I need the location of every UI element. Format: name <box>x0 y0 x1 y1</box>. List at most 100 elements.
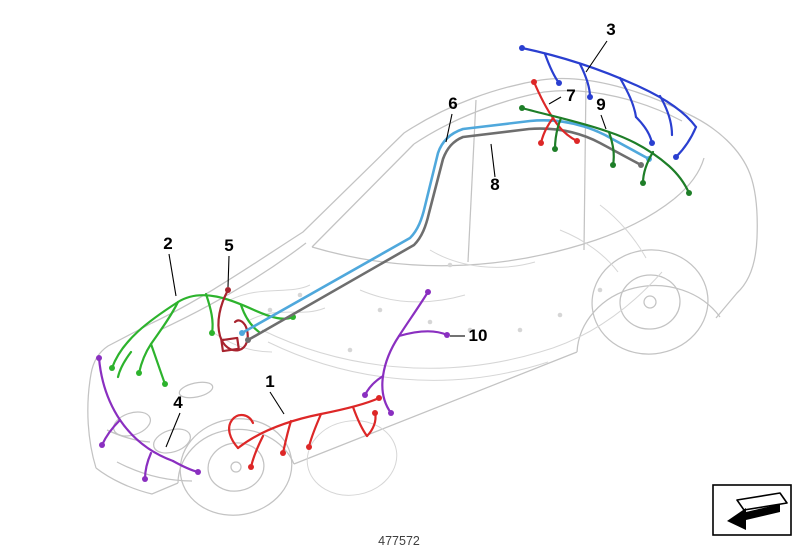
harness-connectors <box>248 395 382 470</box>
vehicle-outline <box>87 77 758 516</box>
vehicle-detail-lines <box>209 204 663 496</box>
callout-10: 10 <box>450 326 487 345</box>
callout-number[interactable]: 5 <box>224 236 233 255</box>
front-wheel <box>179 418 293 516</box>
harness-segment <box>520 46 698 129</box>
connector-node <box>610 162 616 168</box>
detail-node <box>267 307 273 313</box>
harness-connectors <box>225 287 231 293</box>
callout-leader <box>269 391 285 415</box>
connector-node <box>280 450 286 456</box>
connector-node <box>136 370 142 376</box>
harness-segment <box>240 119 651 335</box>
harness-segment <box>239 303 261 334</box>
callout-number[interactable]: 3 <box>606 20 615 39</box>
callout-leader <box>490 143 496 178</box>
callout-6: 6 <box>445 94 458 143</box>
callout-number[interactable]: 4 <box>173 393 183 412</box>
mid-detail-line <box>359 289 466 303</box>
vehicle-silhouette <box>87 77 758 495</box>
harness-segment <box>634 115 654 145</box>
harness-segment <box>149 342 167 386</box>
direction-arrow-icon <box>727 492 788 530</box>
beltline <box>311 198 675 267</box>
callout-9: 9 <box>596 95 607 130</box>
callout-leader <box>227 255 230 288</box>
harness-segment <box>217 288 249 352</box>
harness-segment <box>351 405 369 438</box>
detail-connectors <box>267 262 603 353</box>
callout-leader <box>548 96 562 105</box>
callout-5: 5 <box>224 236 234 288</box>
harness-segment <box>658 94 674 137</box>
callout-number[interactable]: 1 <box>265 372 274 391</box>
detail-node <box>597 287 603 293</box>
b-pillar <box>467 99 477 263</box>
callout-number[interactable]: 2 <box>163 234 172 253</box>
connector-node <box>538 140 544 146</box>
harness-segment <box>674 125 698 159</box>
connector-node <box>444 332 450 338</box>
floor-harness-line <box>261 271 663 369</box>
harness-segment <box>116 350 133 379</box>
harness-segment <box>236 396 381 450</box>
a-pillar <box>311 143 415 248</box>
callout-number[interactable]: 8 <box>490 175 499 194</box>
roof-line <box>413 90 683 145</box>
connector-node <box>142 476 148 482</box>
connector-node <box>552 146 558 152</box>
detail-node <box>447 262 453 268</box>
callout-leader <box>168 253 177 297</box>
callout-number[interactable]: 10 <box>469 326 488 345</box>
callout-4: 4 <box>165 393 183 448</box>
connector-node <box>248 464 254 470</box>
harness-segment <box>100 418 122 447</box>
connector-node <box>225 287 231 293</box>
detail-node <box>427 319 433 325</box>
front-wheel-rim <box>207 442 265 492</box>
callout-number[interactable]: 9 <box>596 95 605 114</box>
harness-connectors <box>245 162 644 343</box>
arrow-head <box>727 508 746 530</box>
harness-engine-green <box>109 292 296 387</box>
rear-detail-line <box>599 204 647 259</box>
connector-node <box>673 154 679 160</box>
harness-connectors <box>109 314 296 387</box>
harness-segment <box>171 459 200 474</box>
harness-segment <box>539 116 555 145</box>
rear-wheel <box>591 249 709 355</box>
connector-node <box>195 469 201 475</box>
front-detail-line <box>209 329 273 353</box>
connector-node <box>638 162 644 168</box>
connector-node <box>245 337 251 343</box>
kidney-grille-left <box>112 411 152 437</box>
connector-node <box>162 381 168 387</box>
callout-2: 2 <box>163 234 177 297</box>
c-pillar <box>583 81 587 251</box>
harness-rear-blue <box>519 45 698 160</box>
arrow-sheet <box>736 492 788 511</box>
harness-front-bumper-red <box>228 395 382 470</box>
harness-connectors <box>519 105 692 196</box>
front-wheel-hub <box>230 461 242 473</box>
callout-8: 8 <box>490 143 500 194</box>
connector-node <box>372 410 378 416</box>
connector-node <box>362 392 368 398</box>
harness-connector-block <box>220 336 240 353</box>
callout-number[interactable]: 7 <box>566 86 575 105</box>
floor-harness-line <box>267 341 549 381</box>
harness-segment <box>363 374 385 397</box>
engine-bay-line <box>229 284 311 301</box>
rear-detail-line <box>559 229 619 273</box>
callout-leader <box>165 412 181 448</box>
connector-node <box>649 140 655 146</box>
headlight <box>178 381 214 399</box>
callout-3: 3 <box>585 20 616 73</box>
rear-wheel-rim <box>619 274 681 330</box>
info-box <box>712 484 792 536</box>
callout-number[interactable]: 6 <box>448 94 457 113</box>
harness-segment <box>307 412 323 449</box>
harness-roof-gray <box>245 127 644 343</box>
front-bumper-line <box>116 461 193 482</box>
